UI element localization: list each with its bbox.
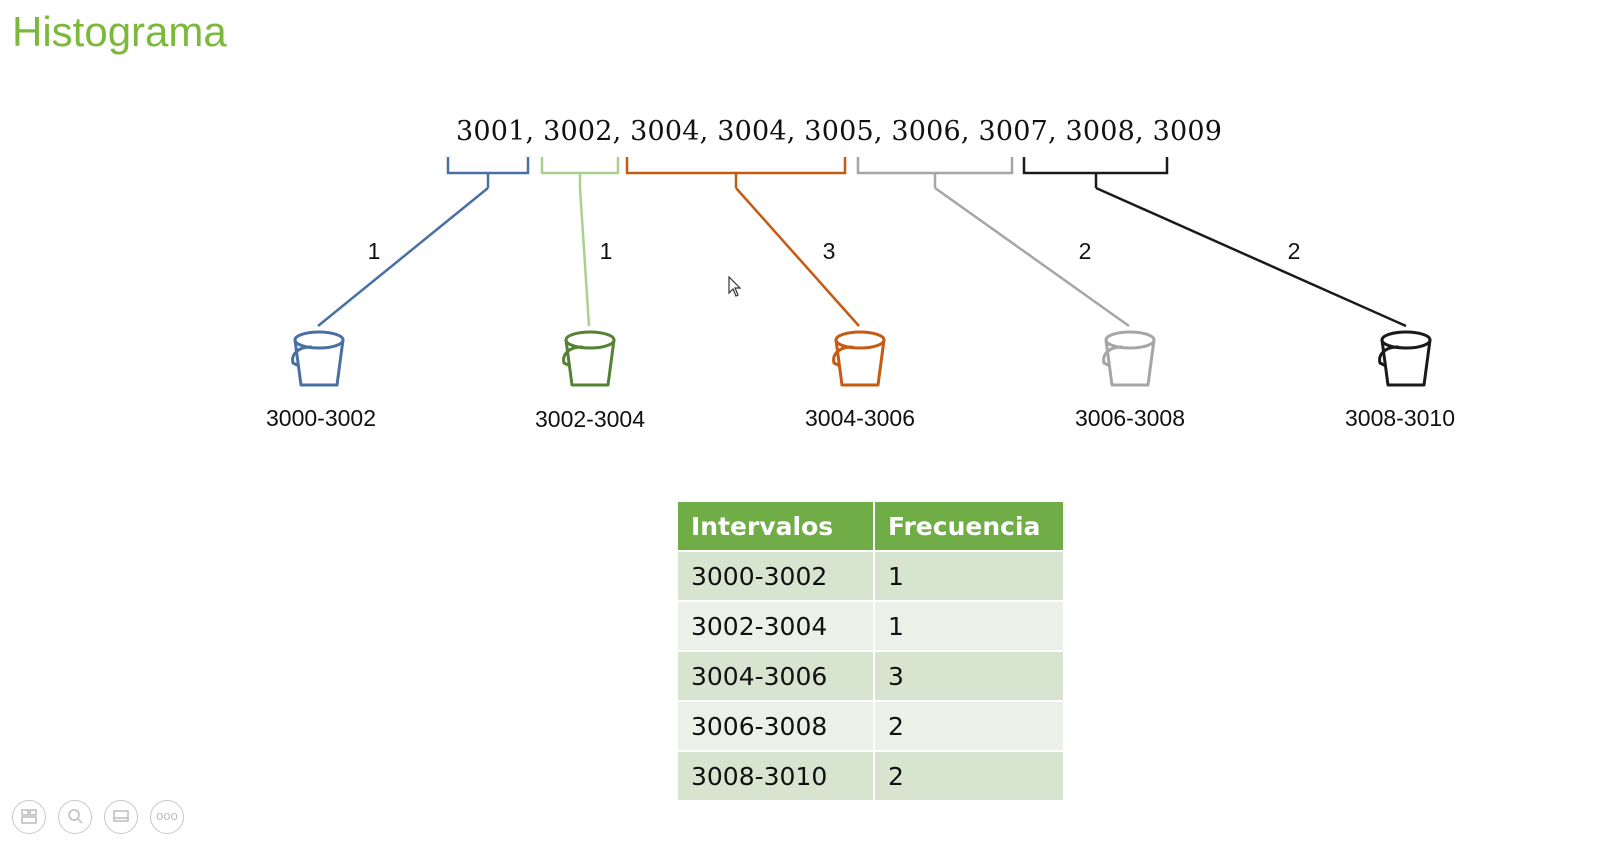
header-frecuencia: Frecuencia bbox=[873, 500, 1065, 552]
table-row: 3008-3010 2 bbox=[676, 750, 1065, 802]
bucket-label-4: 3006-3008 bbox=[1075, 405, 1185, 431]
interval-cell: 3004-3006 bbox=[676, 650, 875, 702]
connector-3 bbox=[735, 187, 860, 327]
bucket-icon bbox=[1102, 330, 1156, 387]
table-header-row: Intervalos Frecuencia bbox=[676, 500, 1065, 552]
brace-1 bbox=[446, 157, 530, 188]
table-row: 3006-3008 2 bbox=[676, 700, 1065, 752]
more-icon[interactable]: ooo bbox=[150, 800, 184, 834]
interval-cell: 3000-3002 bbox=[676, 550, 875, 602]
mouse-pointer-icon bbox=[728, 276, 742, 297]
connector-2 bbox=[578, 187, 591, 327]
frequency-cell: 2 bbox=[873, 750, 1065, 802]
brace-4 bbox=[856, 157, 1014, 188]
screen-icon[interactable] bbox=[104, 800, 138, 834]
bucket-label-1: 3000-3002 bbox=[266, 405, 376, 431]
bucket-label-3: 3004-3006 bbox=[805, 405, 915, 431]
interval-cell: 3006-3008 bbox=[676, 700, 875, 752]
page-title: Histograma bbox=[12, 8, 227, 55]
slides-icon[interactable] bbox=[12, 800, 46, 834]
frequency-cell: 3 bbox=[873, 650, 1065, 702]
header-intervalos: Intervalos bbox=[676, 500, 875, 552]
brace-5 bbox=[1022, 157, 1169, 188]
frequency-cell: 1 bbox=[873, 600, 1065, 652]
bucket-icon bbox=[832, 330, 886, 387]
data-values-line: 3001, 3002, 3004, 3004, 3005, 3006, 3007… bbox=[456, 116, 1223, 147]
count-label-5: 2 bbox=[1287, 238, 1301, 264]
count-label-4: 2 bbox=[1078, 238, 1092, 264]
connector-1 bbox=[317, 187, 489, 327]
bucket-icon bbox=[291, 330, 345, 387]
bucket-icon bbox=[1378, 330, 1432, 387]
frequency-cell: 1 bbox=[873, 550, 1065, 602]
brace-2 bbox=[540, 157, 620, 188]
bucket-label-2: 3002-3004 bbox=[535, 406, 645, 432]
frequency-cell: 2 bbox=[873, 700, 1065, 752]
table-row: 3002-3004 1 bbox=[676, 600, 1065, 652]
connector-5 bbox=[1095, 186, 1407, 328]
count-label-2: 1 bbox=[599, 238, 613, 264]
connector-4 bbox=[934, 186, 1130, 328]
table-row: 3004-3006 3 bbox=[676, 650, 1065, 702]
interval-cell: 3008-3010 bbox=[676, 750, 875, 802]
interval-cell: 3002-3004 bbox=[676, 600, 875, 652]
table-row: 3000-3002 1 bbox=[676, 550, 1065, 602]
zoom-icon[interactable] bbox=[58, 800, 92, 834]
frequency-table: Intervalos Frecuencia 3000-3002 1 3002-3… bbox=[676, 500, 1065, 802]
count-label-3: 3 bbox=[822, 238, 836, 264]
count-label-1: 1 bbox=[367, 238, 381, 264]
bucket-label-5: 3008-3010 bbox=[1345, 405, 1455, 431]
bucket-icon bbox=[562, 330, 616, 387]
brace-3 bbox=[625, 157, 847, 188]
